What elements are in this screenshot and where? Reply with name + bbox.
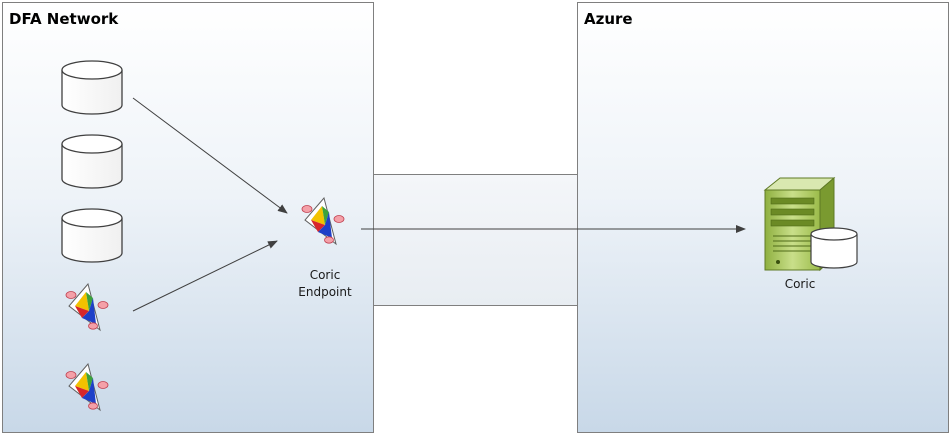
- server-icon: [763, 176, 858, 272]
- dfa-network-title: DFA Network: [9, 10, 119, 28]
- azure-zone: Azure: [577, 2, 949, 433]
- coric-endpoint-label-line1: Coric: [309, 268, 341, 282]
- database-icon: [61, 208, 123, 263]
- coric-endpoint-label-line2: Endpoint: [298, 285, 352, 299]
- arrow-endpoint-to-endpoint: [132, 240, 278, 312]
- database-icon: [61, 60, 123, 115]
- database-icon: [61, 134, 123, 189]
- coric-endpoint-icon: [65, 283, 109, 331]
- coric-endpoint-icon: [65, 363, 109, 411]
- coric-server-label: Coric: [784, 277, 816, 291]
- azure-title: Azure: [584, 10, 633, 28]
- arrow-database-to-endpoint: [132, 97, 288, 214]
- coric-endpoint-main-icon: [301, 197, 345, 245]
- network-tunnel: [374, 174, 577, 306]
- coric-endpoint-label: Coric Endpoint: [282, 267, 368, 301]
